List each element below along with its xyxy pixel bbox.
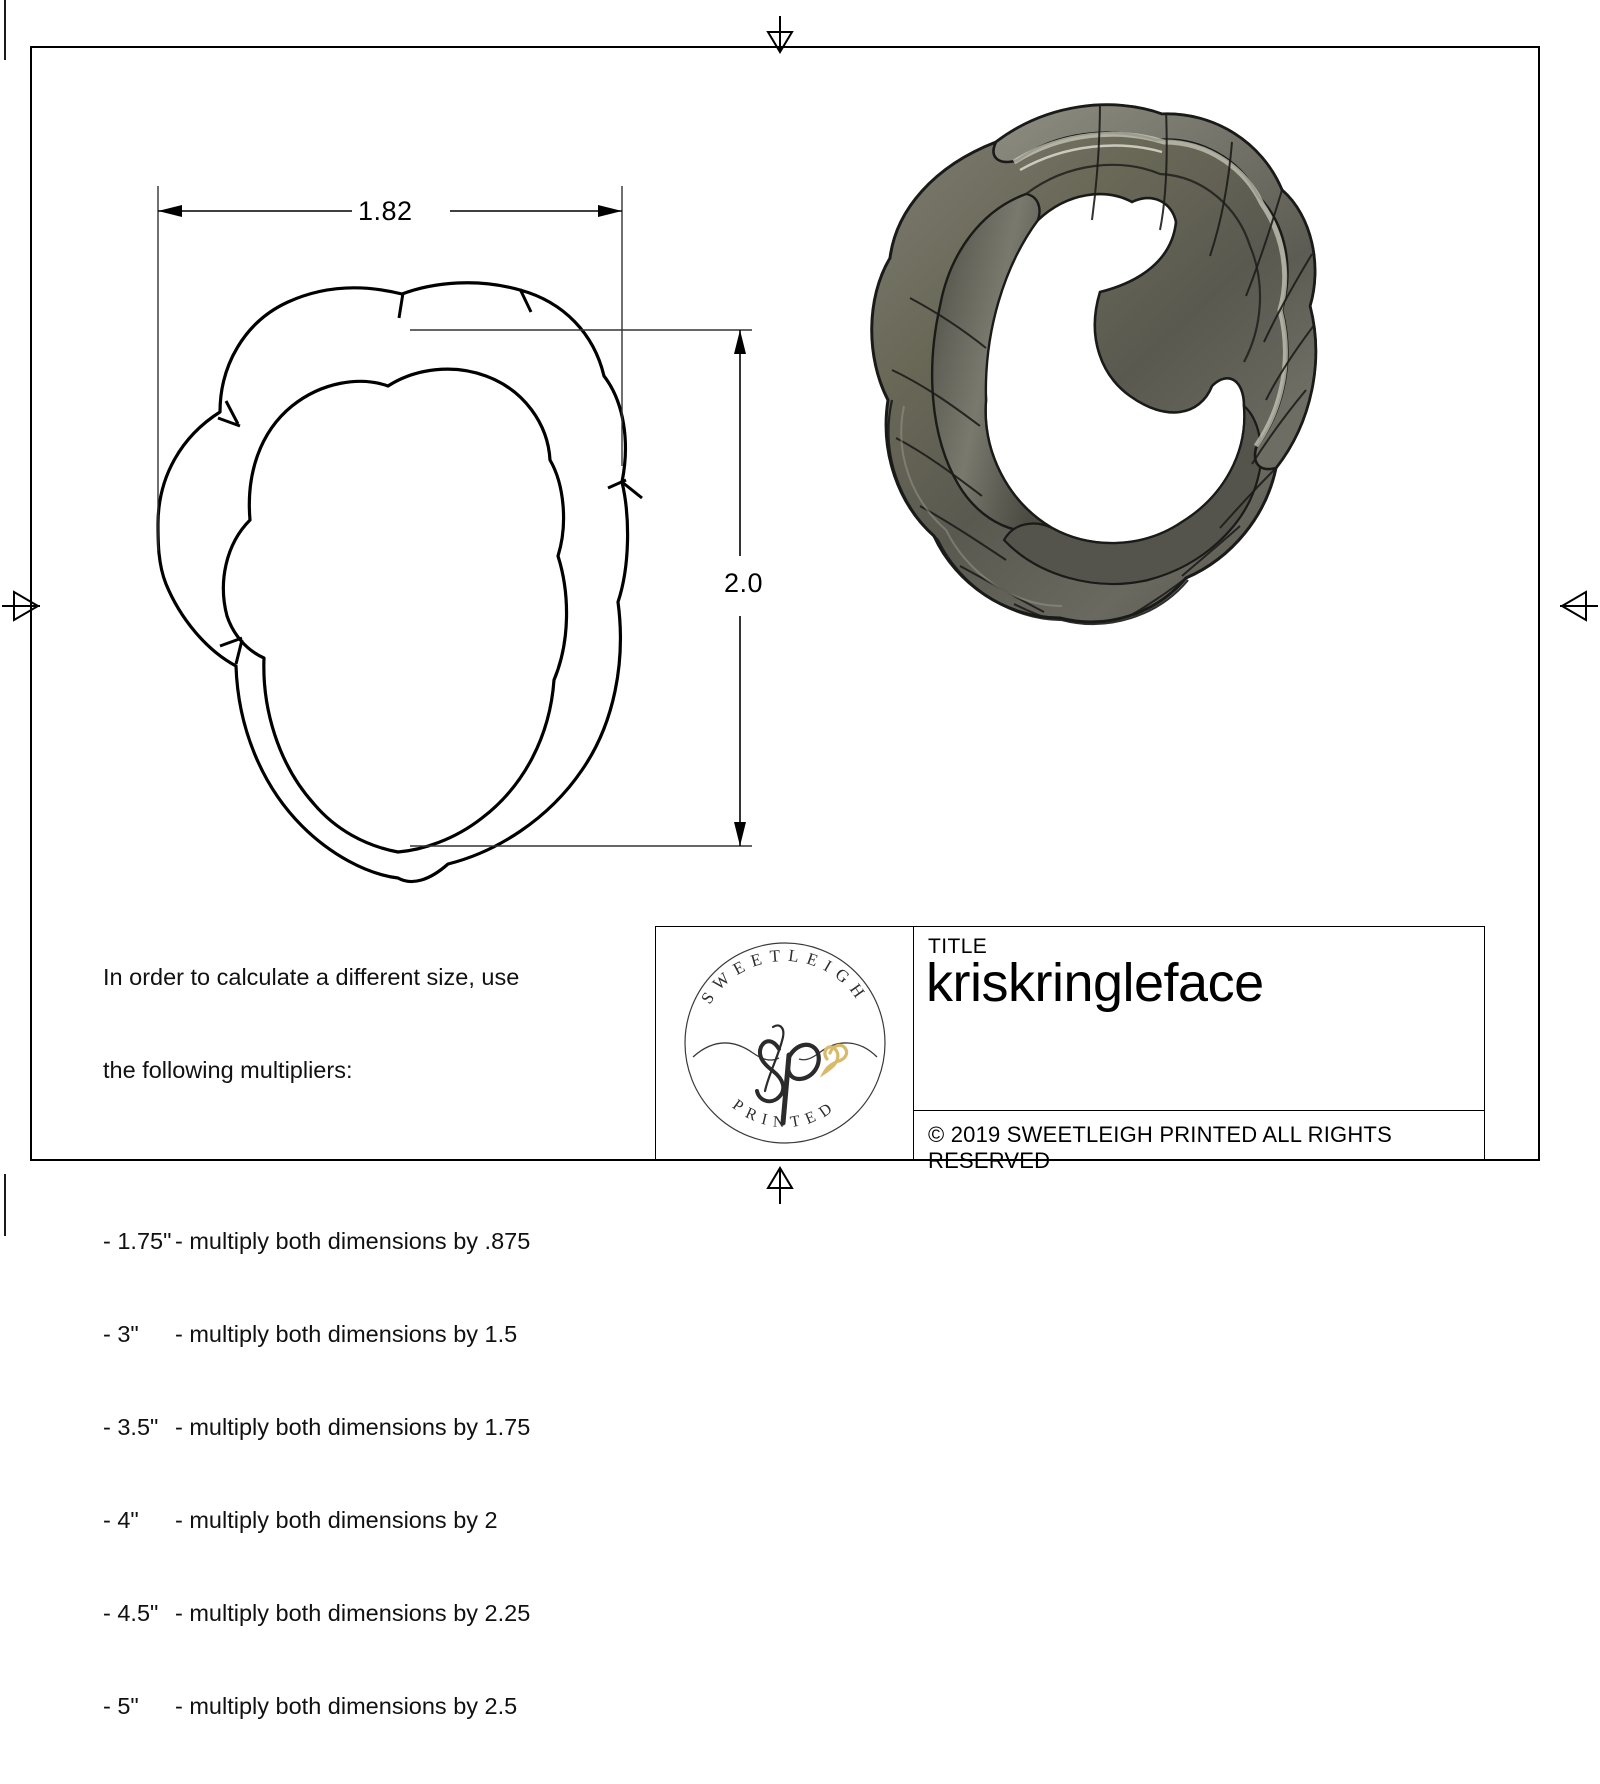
center-mark-left-icon bbox=[0, 588, 42, 624]
logo-top-arc-text: SWEETLEIGH bbox=[697, 946, 873, 1008]
multiplier-size: - 4.5" bbox=[103, 1600, 159, 1626]
multiplier-row: - 4.5" - multiply both dimensions by 2.25 bbox=[103, 1598, 663, 1629]
multiplier-text: - multiply both dimensions by 2.25 bbox=[175, 1600, 531, 1626]
multiplier-note: In order to calculate a different size, … bbox=[103, 900, 663, 1784]
multiplier-row: - 3" - multiply both dimensions by 1.5 bbox=[103, 1319, 663, 1350]
sweetleigh-printed-logo-icon: SWEETLEIGH PRINTED bbox=[683, 942, 886, 1144]
multiplier-size: - 3" bbox=[103, 1321, 139, 1347]
multiplier-text: - multiply both dimensions by 1.5 bbox=[175, 1321, 518, 1347]
cutter-3d-body bbox=[870, 103, 1318, 626]
logo-cell: SWEETLEIGH PRINTED bbox=[656, 927, 914, 1159]
multiplier-text: - multiply both dimensions by 2 bbox=[175, 1507, 498, 1533]
drawing-sheet: 1.82 2.0 bbox=[0, 0, 1600, 1719]
profile-view bbox=[30, 46, 830, 946]
copyright-text: © 2019 SWEETLEIGH PRINTED ALL RIGHTS RES… bbox=[928, 1122, 1392, 1173]
isometric-render bbox=[800, 70, 1360, 710]
title-block-right: TITLE kriskringleface © 2019 SWEETLEIGH … bbox=[914, 927, 1484, 1173]
note-heading-line-2: the following multipliers: bbox=[103, 1057, 353, 1083]
multiplier-row: - 3.5" - multiply both dimensions by 1.75 bbox=[103, 1412, 663, 1443]
multiplier-row: - 5" - multiply both dimensions by 2.5 bbox=[103, 1691, 663, 1722]
drawing-border bbox=[30, 46, 1540, 1161]
note-spacer bbox=[103, 1148, 663, 1164]
crop-tick-bottom-left bbox=[4, 1174, 6, 1236]
center-mark-bottom-icon bbox=[762, 1164, 798, 1206]
multiplier-size: - 5" bbox=[103, 1693, 139, 1719]
multiplier-row: - 4" - multiply both dimensions by 2 bbox=[103, 1505, 663, 1536]
multiplier-size: - 4" bbox=[103, 1507, 139, 1533]
multiplier-size: - 3.5" bbox=[103, 1414, 159, 1440]
width-dimension-label: 1.82 bbox=[352, 198, 419, 225]
multiplier-text: - multiply both dimensions by .875 bbox=[175, 1228, 531, 1254]
note-heading-line-1: In order to calculate a different size, … bbox=[103, 964, 520, 990]
height-dimension-label: 2.0 bbox=[718, 570, 770, 597]
profile-tangency-ticks bbox=[217, 288, 643, 665]
width-extension-lines bbox=[157, 186, 623, 551]
cutter-inner-profile bbox=[221, 367, 569, 854]
height-dimension-line bbox=[734, 330, 746, 846]
title-field-label: TITLE bbox=[928, 935, 988, 958]
copyright-cell: © 2019 SWEETLEIGH PRINTED ALL RIGHTS RES… bbox=[914, 1111, 1484, 1173]
multiplier-text: - multiply both dimensions by 1.75 bbox=[175, 1414, 531, 1440]
multiplier-size: - 1.75" bbox=[103, 1228, 172, 1254]
multiplier-text: - multiply both dimensions by 2.5 bbox=[175, 1693, 518, 1719]
cutter-outer-profile bbox=[156, 281, 630, 884]
multiplier-row: - 1.75"- multiply both dimensions by .87… bbox=[103, 1226, 663, 1257]
center-mark-right-icon bbox=[1558, 588, 1600, 624]
width-dimension-line bbox=[158, 205, 622, 217]
height-extension-lines bbox=[410, 329, 752, 847]
title-cell: TITLE kriskringleface bbox=[914, 927, 1484, 1111]
title-block: SWEETLEIGH PRINTED bbox=[655, 926, 1485, 1173]
logo-monogram bbox=[754, 1024, 821, 1126]
logo-heart-icon bbox=[819, 1043, 848, 1078]
title-field-value: kriskringleface bbox=[926, 953, 1264, 1013]
crop-tick-top-left bbox=[4, 0, 6, 60]
